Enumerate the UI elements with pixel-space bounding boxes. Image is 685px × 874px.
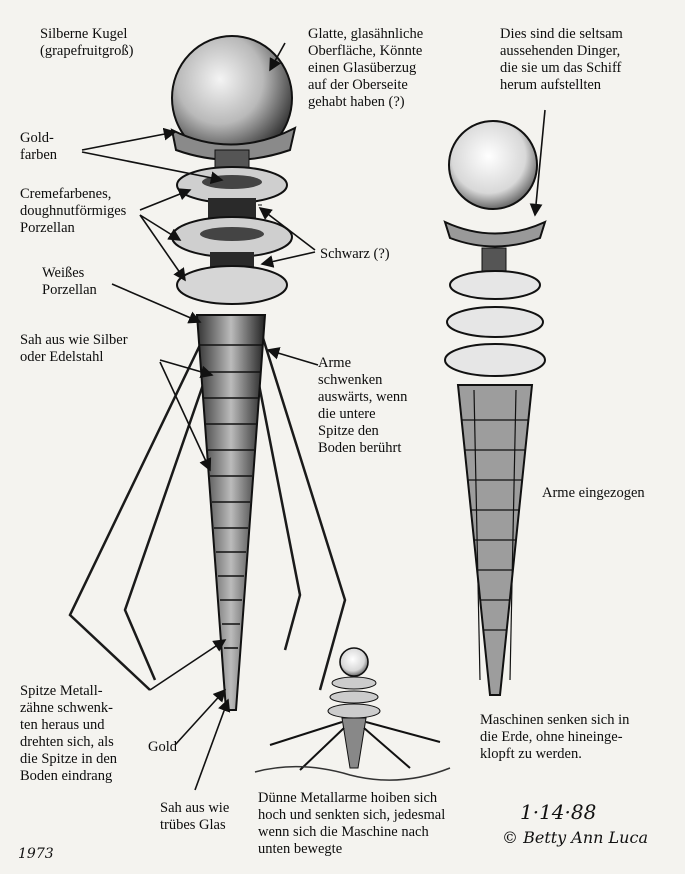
label-cream-porcelain: Cremefarbenes, doughnutförmiges Porzella… bbox=[20, 186, 126, 237]
retracted-device bbox=[445, 121, 545, 695]
label-thin-arms: Dünne Metallarme hoiben sich hoch und se… bbox=[258, 790, 445, 858]
label-white-porcelain: Weißes Porzellan bbox=[42, 265, 97, 299]
label-gold-colored: Gold- farben bbox=[20, 130, 57, 164]
label-silver-steel: Sah aus wie Silber oder Edelstahl bbox=[20, 332, 128, 366]
label-black: Schwarz (?) bbox=[320, 246, 390, 263]
label-machines-sink: Maschinen senken sich in die Erde, ohne … bbox=[480, 712, 629, 763]
label-arms-retracted: Arme eingezogen bbox=[542, 485, 645, 502]
label-silver-sphere: Silberne Kugel (grapefruitgroß) bbox=[40, 26, 133, 60]
label-gold: Gold bbox=[148, 739, 177, 756]
handwritten-date: 1·14·88 bbox=[520, 800, 596, 824]
label-arms-swing: Arme schwenken auswärts, wenn die untere… bbox=[318, 355, 407, 457]
label-strange-things: Dies sind die seltsam aussehenden Dinger… bbox=[500, 26, 623, 94]
label-cloudy-glass: Sah aus wie trübes Glas bbox=[160, 800, 229, 834]
artist-signature: © Betty Ann Luca bbox=[502, 828, 648, 847]
small-device bbox=[255, 648, 450, 780]
handwritten-year: 1973 bbox=[18, 846, 54, 862]
label-smooth-surface: Glatte, glasähnliche Oberfläche, Könnte … bbox=[308, 26, 423, 111]
label-teeth: Spitze Metall- zähne schwenk- ten heraus… bbox=[20, 683, 117, 785]
